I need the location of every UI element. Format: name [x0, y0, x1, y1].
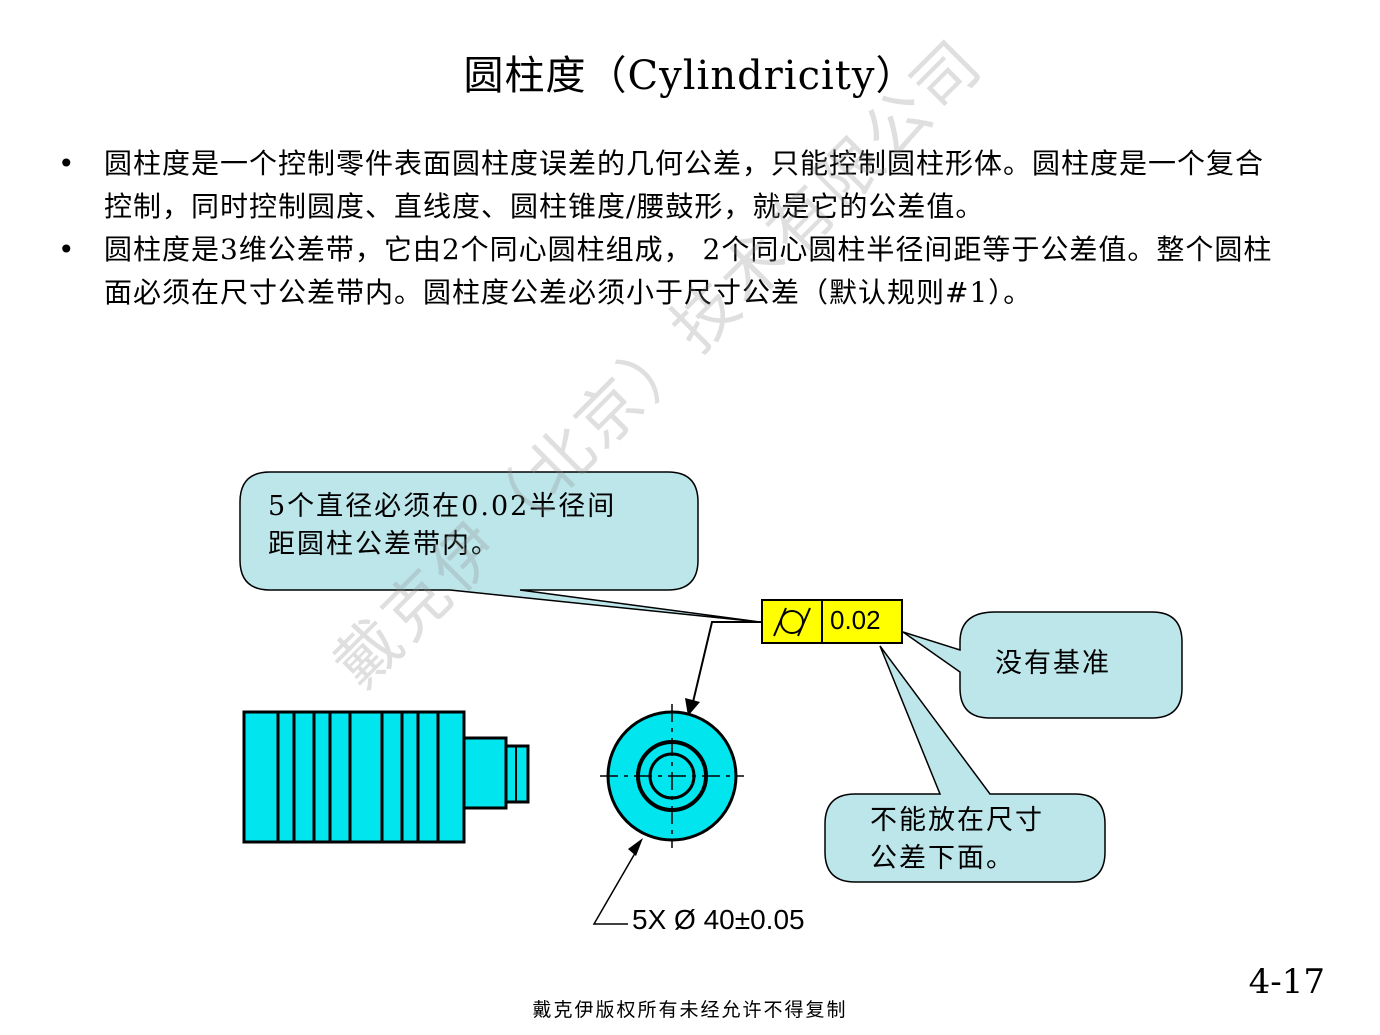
bullet-item: • 圆柱度是3维公差带，它由2个同心圆柱组成， 2个同心圆柱半径间距等于公差值。整… — [58, 228, 1288, 314]
page-number: 4-17 — [1248, 962, 1325, 1002]
tolerance-value: 0.02 — [830, 605, 881, 635]
diameter-dimension: 5X Ø 40±0.05 — [632, 904, 805, 935]
callout-line: 5个直径必须在0.02半径间 — [268, 491, 617, 522]
part-side-view — [242, 710, 530, 844]
part-end-view — [600, 704, 744, 848]
callout-no-datum-bubble — [902, 611, 1183, 719]
bullet-list: • 圆柱度是一个控制零件表面圆柱度误差的几何公差，只能控制圆柱形体。圆柱度是一个复… — [58, 142, 1288, 314]
dimension-leader — [592, 838, 643, 925]
bullet-item: • 圆柱度是一个控制零件表面圆柱度误差的几何公差，只能控制圆柱形体。圆柱度是一个复… — [58, 142, 1288, 228]
callout-no-datum-text: 没有基准 — [995, 648, 1111, 679]
bullet-text: 圆柱度是3维公差带，它由2个同心圆柱组成， 2个同心圆柱半径间距等于公差值。整个… — [104, 233, 1273, 309]
leader-arrow-top — [685, 621, 762, 716]
callout-placement-bubble — [824, 645, 1106, 883]
callout-placement-text: 不能放在尺寸 公差下面。 — [870, 802, 1044, 878]
footer-copyright: 戴克伊版权所有未经允许不得复制 — [532, 999, 848, 1021]
callout-line: 不能放在尺寸 — [870, 805, 1044, 836]
bullet-marker: • — [58, 147, 76, 180]
callout-zone-text: 5个直径必须在0.02半径间 距圆柱公差带内。 — [268, 488, 616, 564]
bullet-marker: • — [58, 233, 76, 266]
cylindricity-symbol-icon — [773, 607, 811, 637]
bullet-text: 圆柱度是一个控制零件表面圆柱度误差的几何公差，只能控制圆柱形体。圆柱度是一个复合… — [104, 147, 1265, 223]
callout-line: 公差下面。 — [870, 843, 1015, 874]
callout-line: 距圆柱公差带内。 — [268, 529, 500, 560]
page-title: 圆柱度（Cylindricity） — [463, 53, 917, 99]
callout-zone-bubble — [239, 471, 761, 623]
